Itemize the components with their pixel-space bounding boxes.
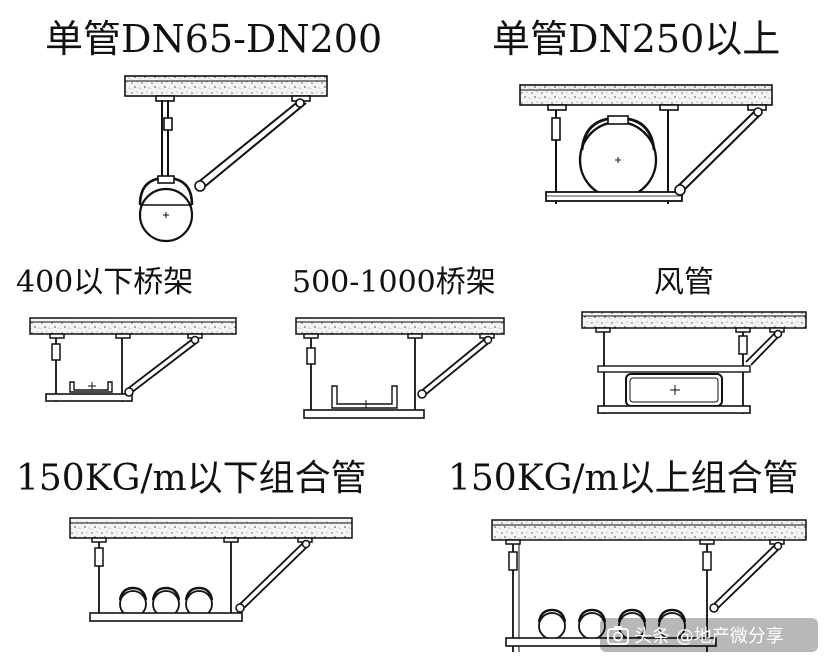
- duct-drawing: [581, 311, 807, 414]
- single-pipe-large-drawing: [519, 84, 773, 204]
- concrete-slab: [519, 84, 773, 106]
- single-pipe-small-drawing: [124, 75, 328, 243]
- title-tray-large: 500-1000桥架: [292, 265, 496, 300]
- title-combo-light: 150KG/m以下组合管: [16, 458, 367, 499]
- watermark-text: 头条 @地产微分享: [634, 626, 784, 647]
- camera-icon: [607, 626, 629, 645]
- title-duct: 风管: [654, 265, 714, 300]
- concrete-slab: [491, 519, 807, 541]
- tray-large-drawing: [295, 317, 505, 419]
- watermark: 头条 @地产微分享: [600, 618, 818, 652]
- concrete-slab: [29, 317, 237, 335]
- concrete-slab: [69, 517, 353, 539]
- combo-light-drawing: [69, 517, 353, 622]
- title-tray-small: 400以下桥架: [16, 265, 193, 300]
- title-single-pipe-large: 单管DN250以上: [492, 17, 780, 61]
- concrete-slab: [581, 311, 807, 329]
- title-combo-heavy: 150KG/m以上组合管: [448, 458, 799, 499]
- concrete-slab: [295, 317, 505, 335]
- combo-heavy-drawing: [491, 519, 807, 652]
- concrete-slab: [124, 75, 328, 97]
- tray-small-drawing: [29, 317, 237, 402]
- title-single-pipe-small: 单管DN65-DN200: [45, 17, 382, 61]
